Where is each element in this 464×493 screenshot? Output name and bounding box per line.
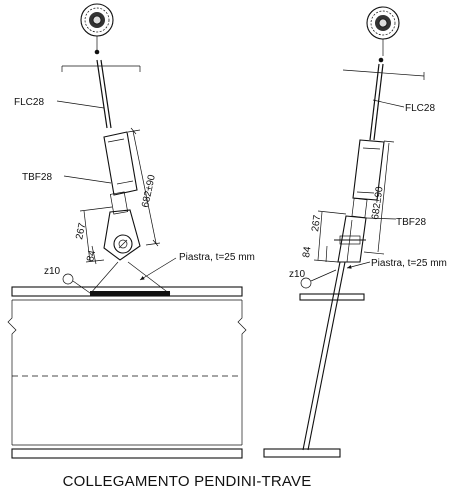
right-dim-84-label: 84 xyxy=(301,245,314,258)
right-dim-length-label: 682±90 xyxy=(370,185,386,220)
left-dim-84-label: 84 xyxy=(85,249,98,263)
right-dim-length xyxy=(363,140,395,255)
left-turnbuckle xyxy=(103,131,138,215)
right-view: 682±90 267 84 FLC28 TBF28 Piastra, t=25 … xyxy=(263,6,447,458)
right-level-label: z10 xyxy=(289,269,306,280)
right-turnbuckle-leader xyxy=(365,217,397,220)
right-plate-leader xyxy=(346,261,371,269)
left-level-marker xyxy=(62,273,91,294)
left-rod-leader xyxy=(56,100,105,109)
right-rod-leader xyxy=(372,99,405,108)
left-plate-label: Piastra, t=25 mm xyxy=(179,252,255,263)
left-rod-label: FLC28 xyxy=(14,97,44,108)
right-turnbuckle-label: TBF28 xyxy=(396,217,426,228)
right-rod xyxy=(369,63,384,141)
left-dim-84 xyxy=(91,245,97,265)
right-dim-84 xyxy=(325,245,328,263)
left-turnbuckle-leader xyxy=(63,175,112,184)
left-dim-length xyxy=(127,127,161,247)
right-plate-label: Piastra, t=25 mm xyxy=(371,258,447,269)
left-view: 682±90 267 84 FLC28 TBF28 Piastra, t=25 … xyxy=(7,3,255,459)
left-clevis xyxy=(103,209,141,261)
left-beam xyxy=(7,286,247,459)
right-level-marker xyxy=(300,269,337,289)
right-base-plate xyxy=(263,448,341,458)
right-rod-label: FLC28 xyxy=(405,103,435,114)
right-dim-267-label: 267 xyxy=(310,214,323,232)
right-anchor-node xyxy=(342,6,425,80)
left-anchor-node xyxy=(61,3,141,72)
drawing-title: COLLEGAMENTO PENDINI-TRAVE xyxy=(63,473,312,490)
left-rod xyxy=(96,59,112,129)
left-gusset xyxy=(89,261,171,296)
right-top-flange xyxy=(299,293,365,301)
left-level-label: z10 xyxy=(44,266,61,277)
left-plate-leader xyxy=(139,257,177,281)
right-lower-member xyxy=(302,261,346,451)
left-turnbuckle-label: TBF28 xyxy=(22,172,52,183)
left-dim-267-label: 267 xyxy=(74,222,88,241)
right-clevis xyxy=(334,215,367,263)
